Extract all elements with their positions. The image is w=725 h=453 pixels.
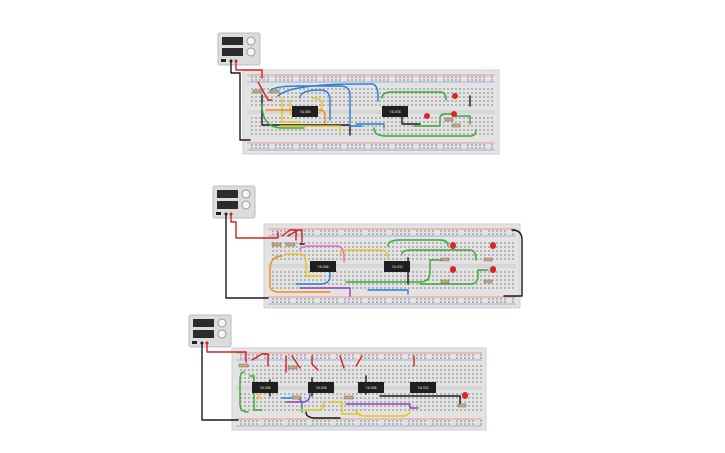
psu-current-display (193, 330, 214, 338)
psu-voltage-display (222, 37, 243, 45)
resistors[interactable] (238, 363, 467, 408)
ic-chip[interactable]: 74LS86 (310, 261, 336, 272)
ic-chip[interactable]: 74LS86 (252, 382, 278, 393)
psu-current-display (222, 48, 243, 56)
current-knob[interactable] (217, 329, 227, 339)
led[interactable] (462, 392, 468, 399)
breadboard-holes[interactable] (240, 354, 482, 425)
led[interactable] (452, 93, 458, 99)
ic-chip[interactable]: 74LS86 (358, 382, 384, 393)
svg-text:74LS86: 74LS86 (260, 386, 271, 390)
led[interactable] (490, 242, 496, 249)
svg-text:74LS86: 74LS86 (318, 265, 329, 269)
led[interactable] (450, 266, 456, 273)
led[interactable] (490, 266, 496, 273)
circuit-1: 74LS86 74LS08 (217, 32, 500, 155)
voltage-knob[interactable] (241, 189, 251, 199)
circuit-3: 74LS86 74LS08 74LS86 74LS32 (188, 314, 487, 431)
ic-chip[interactable]: 74LS86 (292, 106, 318, 117)
psu-voltage-display (193, 319, 214, 327)
svg-text:74LS08: 74LS08 (316, 386, 327, 390)
breadboard-holes[interactable] (272, 230, 514, 303)
led[interactable] (451, 111, 457, 117)
svg-text:74LS32: 74LS32 (392, 265, 403, 269)
svg-text:74LS86: 74LS86 (300, 110, 311, 114)
psu-current-display (217, 201, 238, 209)
led[interactable] (450, 242, 456, 249)
svg-text:74LS86: 74LS86 (366, 386, 377, 390)
current-knob[interactable] (246, 47, 256, 57)
ic-chip[interactable]: 74LS32 (384, 261, 410, 272)
ic-chip[interactable]: 74LS08 (308, 382, 334, 393)
power-supply[interactable] (188, 314, 232, 348)
wires[interactable] (230, 60, 477, 141)
ic-chip[interactable]: 74LS08 (382, 106, 408, 117)
led[interactable] (424, 113, 430, 119)
breadboard[interactable] (242, 69, 500, 155)
power-supply[interactable] (217, 32, 261, 66)
svg-text:74LS32: 74LS32 (418, 386, 429, 390)
voltage-knob[interactable] (217, 318, 227, 328)
resistors[interactable] (252, 89, 461, 128)
psu-voltage-display (217, 190, 238, 198)
voltage-knob[interactable] (246, 36, 256, 46)
power-supply[interactable] (212, 185, 256, 219)
resistors[interactable] (271, 242, 493, 284)
breadboard-holes[interactable] (251, 76, 493, 149)
ic-chip[interactable]: 74LS32 (410, 382, 436, 393)
current-knob[interactable] (241, 200, 251, 210)
circuit-2: 74LS86 74LS32 (212, 185, 523, 309)
svg-text:74LS08: 74LS08 (390, 110, 401, 114)
